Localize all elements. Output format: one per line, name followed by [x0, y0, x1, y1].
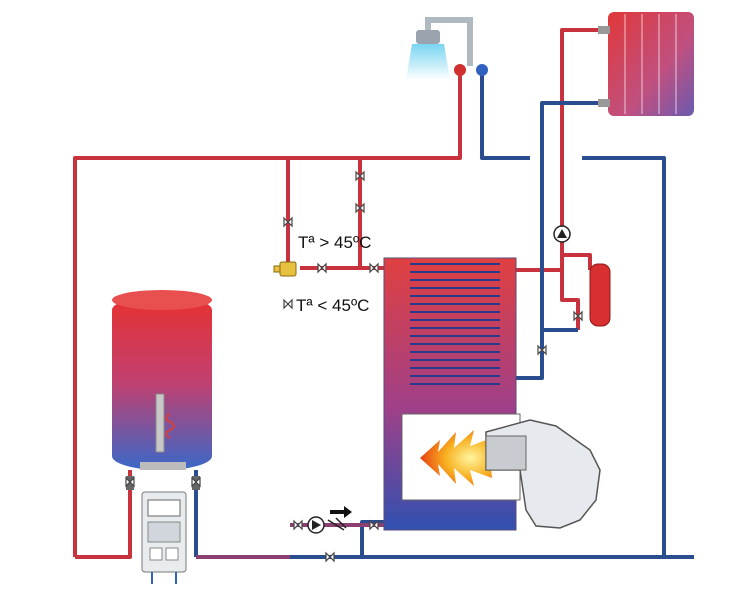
valve-icon	[325, 551, 335, 563]
heating-element	[155, 393, 165, 453]
temp-high-label: Tª > 45ºC	[298, 233, 372, 252]
cold-tap-icon	[476, 64, 488, 76]
valve-icon	[283, 216, 293, 228]
expansion-tank-icon	[589, 263, 611, 327]
valve-icon	[355, 170, 365, 182]
boiler	[383, 257, 601, 531]
valve-icon	[355, 202, 365, 214]
valve-icon	[537, 344, 547, 356]
boiler-bottom-feed	[360, 520, 384, 557]
flame-icon	[420, 430, 492, 486]
hot-water-tank	[112, 290, 212, 490]
shower-assembly	[406, 17, 488, 80]
check-valve-icon	[327, 506, 352, 531]
shower-head	[416, 30, 440, 44]
valve-icon	[191, 476, 201, 488]
expansion-loop	[562, 253, 592, 270]
shower-icon	[406, 44, 450, 80]
radiator-icon	[598, 12, 694, 116]
pump-icon	[553, 225, 571, 243]
expansion-branch	[560, 270, 580, 330]
main-return-line	[582, 156, 694, 559]
heat-exchanger-coil	[410, 263, 500, 385]
hot-tap-icon	[454, 64, 466, 76]
radiator-return	[516, 101, 610, 380]
valve-icon	[125, 476, 135, 488]
control-panel-icon	[141, 491, 187, 584]
flow-arrow-icon	[330, 506, 352, 518]
valve-icon	[293, 519, 303, 531]
shower-arm	[425, 17, 473, 66]
hot-main-line	[73, 72, 462, 557]
element-coil	[165, 413, 175, 439]
valve-icon	[369, 519, 379, 531]
temp-low-label: Tª < 45ºC	[296, 296, 370, 315]
valve-icon	[573, 310, 583, 322]
hot-tank-outlet	[75, 470, 132, 559]
shower-cold-feed	[480, 72, 530, 160]
valve-icon	[283, 298, 293, 310]
valves	[125, 170, 583, 563]
circulation-pump-icon	[307, 516, 325, 534]
hot-pipes	[73, 28, 610, 559]
valve-icon	[369, 262, 379, 274]
radiator-supply	[516, 28, 610, 272]
valve-icon	[317, 262, 327, 274]
thermostatic-mixing-valve-icon	[273, 261, 297, 277]
